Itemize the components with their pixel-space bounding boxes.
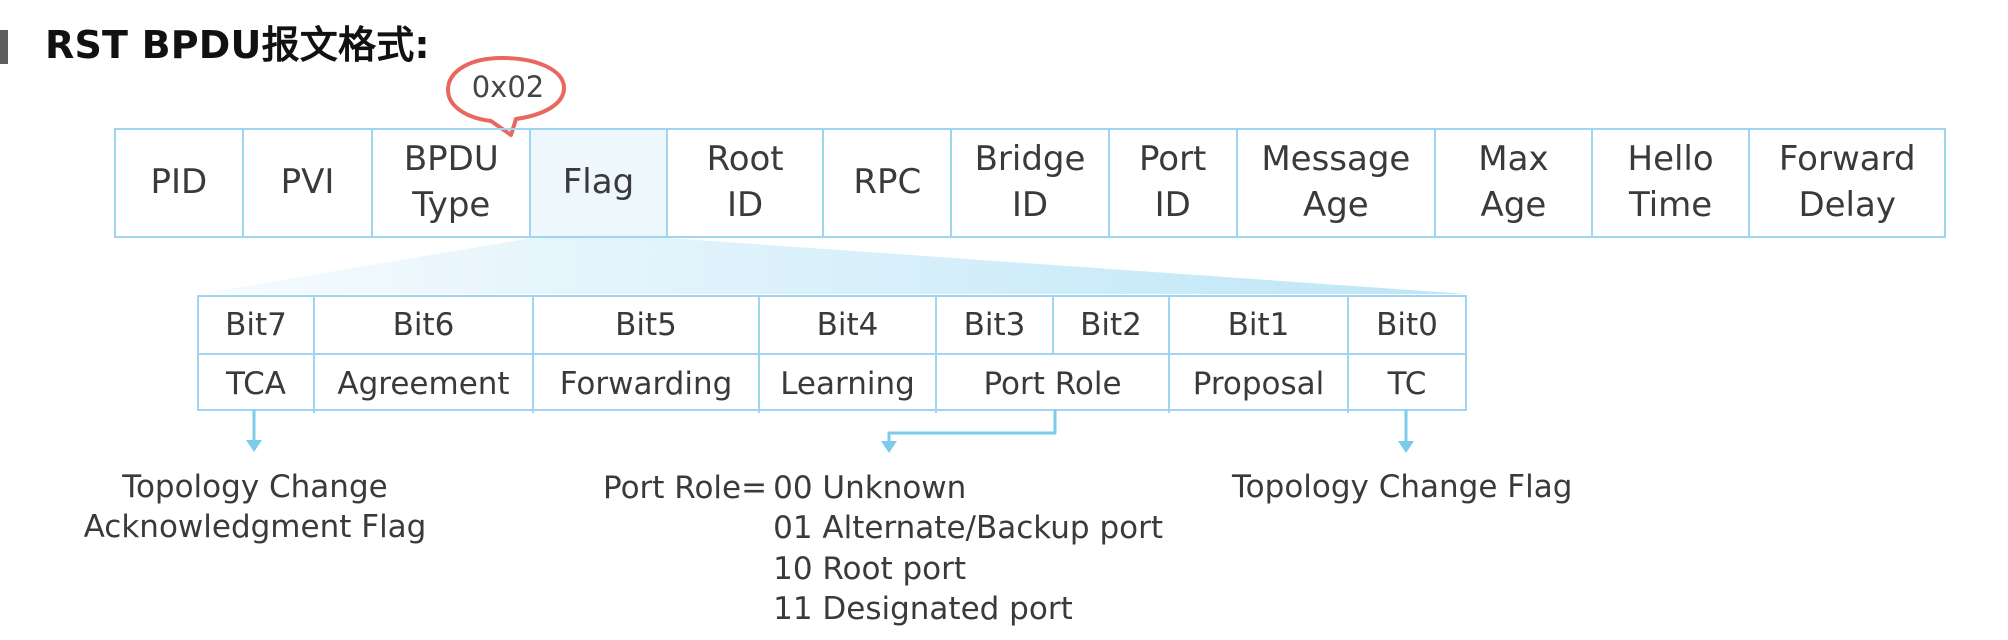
callout-outline — [446, 56, 566, 137]
proposal-cell: Proposal — [1170, 355, 1349, 413]
flag-bits-row: Bit7 Bit6 Bit5 Bit4 Bit3 Bit2 Bit1 Bit0 — [199, 297, 1465, 355]
field-bridge-id: Bridge ID — [952, 130, 1110, 236]
field-pvi: PVI — [244, 130, 374, 236]
callout-bubble — [446, 56, 566, 137]
bit-3-cell: Bit3 — [937, 297, 1054, 353]
field-hello-time: Hello Time — [1593, 130, 1751, 236]
field-forward-delay: Forward Delay — [1778, 139, 1916, 225]
port-role-arrow-line — [887, 409, 1057, 443]
port-role-value-00: 00 Unknown — [773, 470, 967, 506]
page-title: RST BPDU报文格式: — [45, 23, 430, 67]
field-bpdu-type: BPDU Type — [373, 130, 532, 236]
field-message-age: Message Age — [1238, 130, 1437, 236]
bit-7-cell: Bit7 — [199, 297, 315, 353]
port-role-value-01: 01 Alternate/Backup port — [773, 510, 1163, 547]
tca-cell: TCA — [199, 355, 315, 413]
field-max-age: Max Age — [1436, 130, 1593, 236]
tca-description: Topology Change Acknowledgment Flag — [77, 467, 433, 548]
field-flag: Flag — [531, 130, 668, 236]
bit-4-cell: Bit4 — [760, 297, 937, 353]
bit-0-cell: Bit0 — [1376, 307, 1438, 343]
bit-1-cell: Bit1 — [1170, 297, 1349, 353]
flag-meanings-row: TCA Agreement Forwarding Learning Port R… — [199, 355, 1465, 413]
field-root-id: Root ID — [668, 130, 825, 236]
rst-bpdu-fields-table: PID PVI BPDU Type Flag Root ID RPC Bridg… — [114, 128, 1946, 238]
callout-text: 0x02 — [471, 70, 545, 104]
flag-bits-table: Bit7 Bit6 Bit5 Bit4 Bit3 Bit2 Bit1 Bit0 … — [197, 295, 1467, 413]
forwarding-cell: Forwarding — [534, 355, 760, 413]
tc-arrowhead — [1398, 441, 1414, 453]
tc-cell: TC — [1387, 366, 1427, 402]
port-role-cell: Port Role — [937, 355, 1170, 413]
port-role-value-11: 11 Designated port — [773, 590, 1073, 627]
bit-6-cell: Bit6 — [315, 297, 534, 353]
bit-2-cell: Bit2 — [1054, 297, 1170, 353]
tc-description: Topology Change Flag — [1232, 469, 1573, 505]
bit-5-cell: Bit5 — [534, 297, 760, 353]
field-rpc: RPC — [824, 130, 953, 236]
tca-description-line-1: Topology Change — [122, 469, 388, 505]
tca-arrowhead — [246, 440, 262, 452]
field-port-id: Port ID — [1110, 130, 1238, 236]
learning-cell: Learning — [760, 355, 937, 413]
field-pid: PID — [116, 130, 244, 236]
tca-description-line-2: Acknowledgment Flag — [83, 509, 427, 546]
port-role-value-10: 10 Root port — [773, 550, 967, 587]
port-role-description: Port Role= 00 Unknown 01 Alternate/Backu… — [603, 468, 1163, 629]
bullet-marker — [0, 30, 8, 64]
port-role-label: Port Role= — [603, 470, 768, 506]
port-role-values: 00 Unknown 01 Alternate/Backup port 10 R… — [773, 468, 1163, 629]
agreement-cell: Agreement — [315, 355, 534, 413]
port-role-arrowhead — [881, 441, 897, 453]
